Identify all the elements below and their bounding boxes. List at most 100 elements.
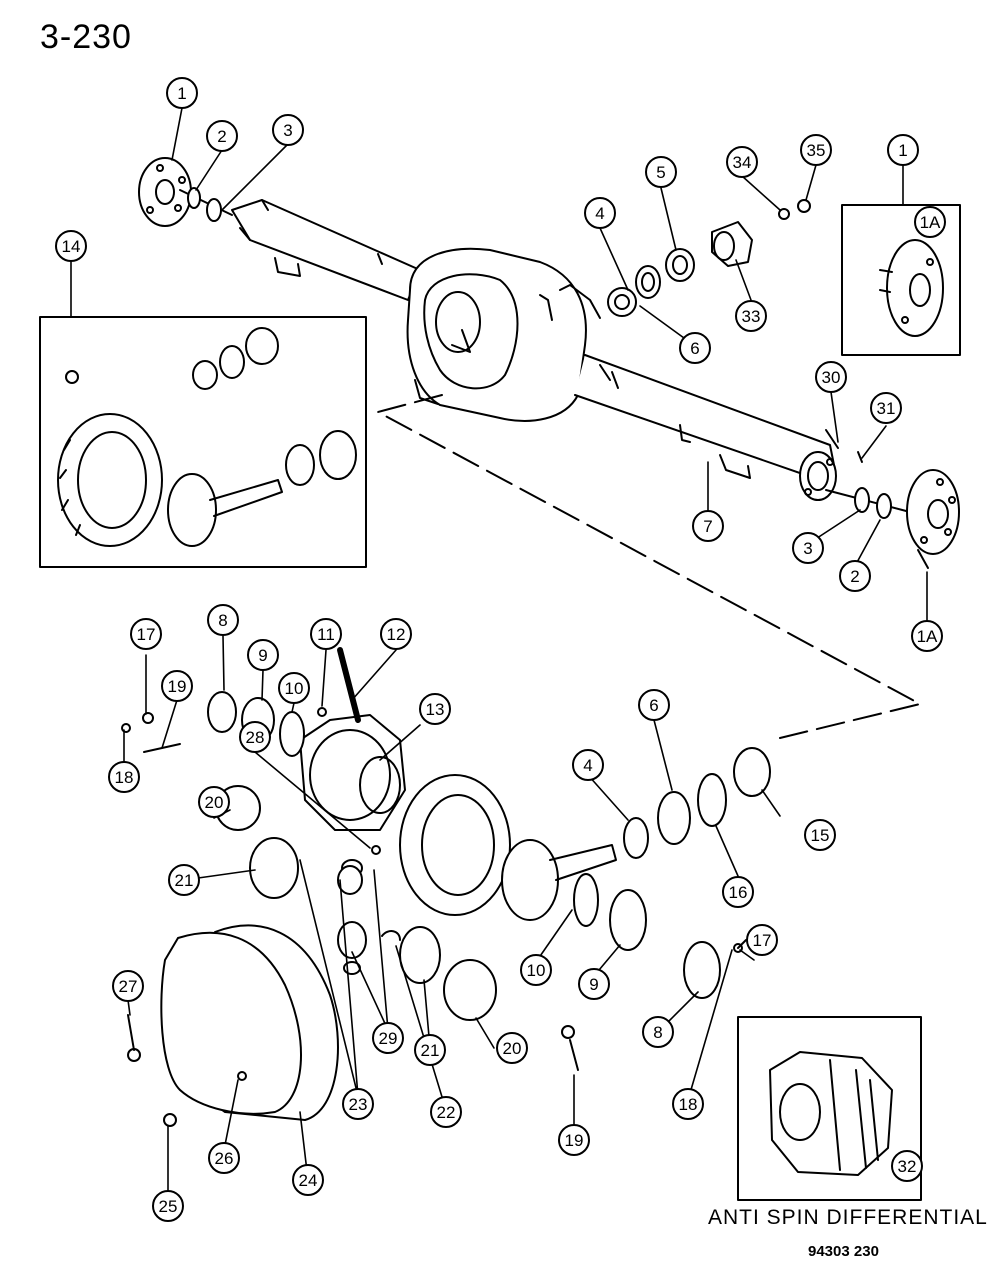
callout-label: 18 bbox=[679, 1095, 698, 1114]
anti-spin-box bbox=[737, 1016, 922, 1201]
callout-label: 10 bbox=[527, 961, 546, 980]
callout-5: 5 bbox=[645, 156, 677, 188]
callout-circle bbox=[679, 332, 711, 364]
callout-3: 3 bbox=[272, 114, 304, 146]
callout-circle bbox=[558, 1124, 590, 1156]
callout-circle bbox=[839, 560, 871, 592]
callout-label: 17 bbox=[137, 625, 156, 644]
cover-gasket bbox=[127, 924, 339, 1127]
callout-circle bbox=[208, 1142, 240, 1174]
callout-circle bbox=[152, 1190, 184, 1222]
callout-circle bbox=[55, 230, 87, 262]
callout-label: 2 bbox=[850, 567, 859, 586]
callout-24: 24 bbox=[292, 1164, 324, 1196]
callout-28: 28 bbox=[239, 721, 271, 753]
callout-7: 7 bbox=[692, 510, 724, 542]
right-axle-shaft bbox=[825, 429, 960, 569]
callout-6: 6 bbox=[638, 689, 670, 721]
callout-label: 3 bbox=[283, 121, 292, 140]
callout-2: 2 bbox=[206, 120, 238, 152]
callout-label: 27 bbox=[119, 977, 138, 996]
callout-31: 31 bbox=[870, 392, 902, 424]
callout-label: 7 bbox=[703, 517, 712, 536]
callout-35: 35 bbox=[800, 134, 832, 166]
callout-label: 1 bbox=[177, 84, 186, 103]
callout-circle bbox=[735, 300, 767, 332]
callout-18: 18 bbox=[108, 761, 140, 793]
callout-label: 26 bbox=[215, 1149, 234, 1168]
callout-6: 6 bbox=[679, 332, 711, 364]
callout-17: 17 bbox=[746, 924, 778, 956]
callout-23: 23 bbox=[342, 1088, 374, 1120]
callout-20: 20 bbox=[198, 786, 230, 818]
callout-circle bbox=[722, 876, 754, 908]
callout-26: 26 bbox=[208, 1142, 240, 1174]
callout-10: 10 bbox=[278, 672, 310, 704]
callout-circle bbox=[272, 114, 304, 146]
callout-label: 32 bbox=[898, 1157, 917, 1176]
callout-label: 30 bbox=[822, 368, 841, 387]
callout-label: 21 bbox=[175, 871, 194, 890]
ring-pinion-kit bbox=[57, 327, 357, 547]
callout-circle bbox=[414, 1034, 446, 1066]
callout-11: 11 bbox=[310, 618, 342, 650]
callout-10: 10 bbox=[520, 954, 552, 986]
callout-circle bbox=[130, 618, 162, 650]
callout-circle bbox=[645, 156, 677, 188]
callout-20: 20 bbox=[496, 1032, 528, 1064]
callout-21: 21 bbox=[168, 864, 200, 896]
callout-4: 4 bbox=[584, 197, 616, 229]
callout-8: 8 bbox=[207, 604, 239, 636]
ring-pinion-kit-box bbox=[39, 316, 367, 568]
callout-label: 1 bbox=[898, 141, 907, 160]
callout-circle bbox=[804, 819, 836, 851]
callout-1A: 1A bbox=[914, 206, 946, 238]
anti-spin-caption: ANTI SPIN DIFFERENTIAL bbox=[708, 1206, 988, 1229]
axle-housing bbox=[231, 199, 837, 501]
callout-circle bbox=[746, 924, 778, 956]
callout-circle bbox=[310, 618, 342, 650]
callout-label: 4 bbox=[595, 204, 604, 223]
callout-4: 4 bbox=[572, 749, 604, 781]
callout-19: 19 bbox=[161, 670, 193, 702]
callout-30: 30 bbox=[815, 361, 847, 393]
callout-circle bbox=[247, 639, 279, 671]
callout-circle bbox=[572, 749, 604, 781]
callout-circle bbox=[638, 689, 670, 721]
callout-circle bbox=[372, 1022, 404, 1054]
callout-label: 13 bbox=[426, 700, 445, 719]
housing-to-differential-leader bbox=[377, 394, 921, 739]
callout-label: 9 bbox=[258, 646, 267, 665]
callout-circle bbox=[800, 134, 832, 166]
callout-18: 18 bbox=[672, 1088, 704, 1120]
callout-2: 2 bbox=[839, 560, 871, 592]
callout-1: 1 bbox=[166, 77, 198, 109]
callout-circle bbox=[870, 392, 902, 424]
callout-circle bbox=[198, 786, 230, 818]
callout-circle bbox=[419, 693, 451, 725]
callout-label: 12 bbox=[387, 625, 406, 644]
callout-label: 35 bbox=[807, 141, 826, 160]
callout-circle bbox=[911, 620, 943, 652]
callout-label: 10 bbox=[285, 679, 304, 698]
callout-label: 22 bbox=[437, 1103, 456, 1122]
callout-15: 15 bbox=[804, 819, 836, 851]
callout-label: 21 bbox=[421, 1041, 440, 1060]
callout-label: 33 bbox=[742, 307, 761, 326]
callout-circle bbox=[584, 197, 616, 229]
callout-circle bbox=[342, 1088, 374, 1120]
callout-label: 11 bbox=[317, 625, 335, 644]
callout-label: 25 bbox=[159, 1197, 178, 1216]
callout-21: 21 bbox=[414, 1034, 446, 1066]
callout-label: 19 bbox=[168, 677, 187, 696]
callout-label: 31 bbox=[877, 399, 896, 418]
callout-label: 34 bbox=[733, 153, 752, 172]
callout-27: 27 bbox=[112, 970, 144, 1002]
callout-label: 23 bbox=[349, 1095, 368, 1114]
callout-label: 6 bbox=[690, 339, 699, 358]
callout-label: 28 bbox=[246, 728, 265, 747]
flange-detail-box bbox=[841, 204, 961, 356]
callout-circle bbox=[914, 206, 946, 238]
